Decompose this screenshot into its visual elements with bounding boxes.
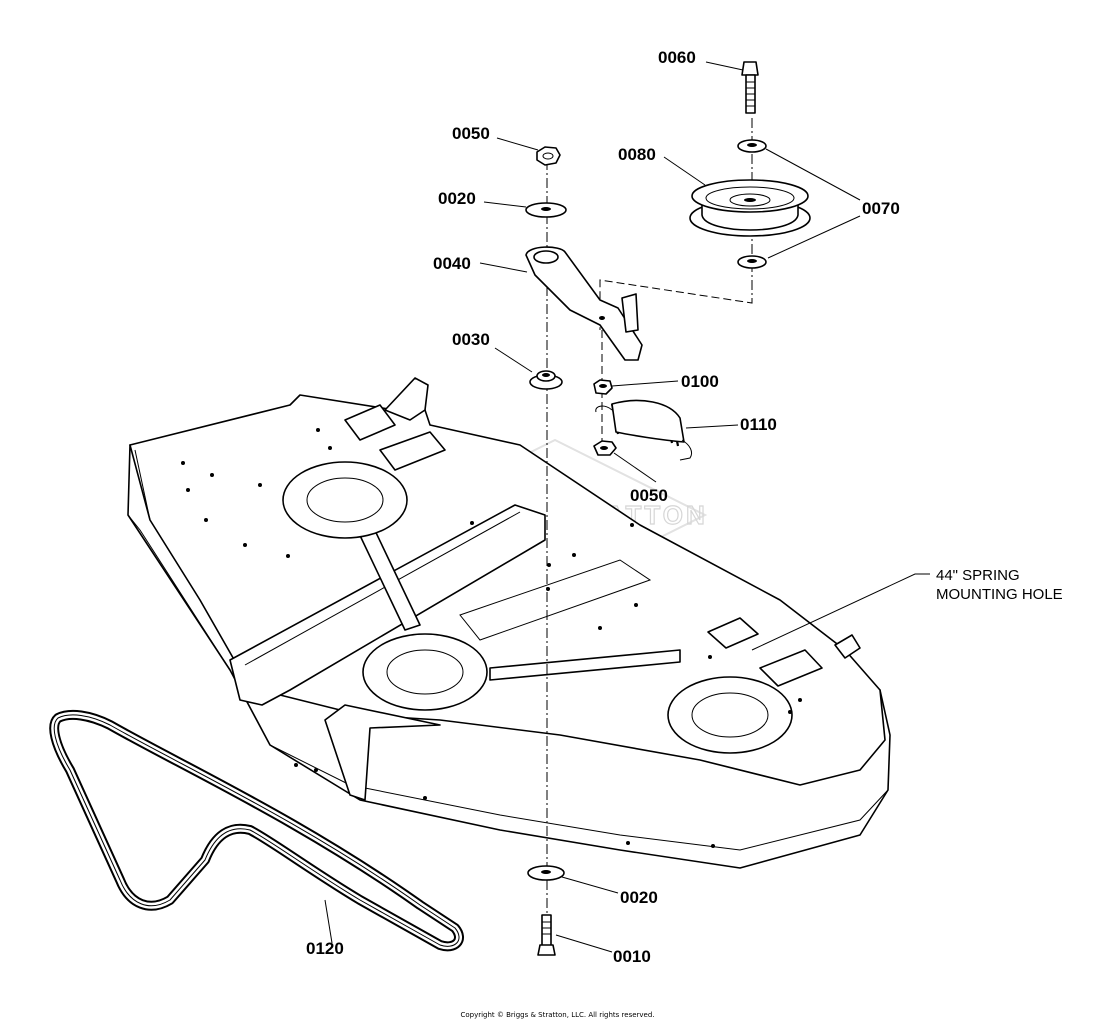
drive-belt: [49, 709, 464, 952]
label-0080: 0080: [618, 145, 656, 164]
label-0060: 0060: [658, 48, 696, 67]
pulley-axis: [599, 118, 753, 450]
label-0020-top: 0020: [438, 189, 476, 208]
bolt-0010: [537, 914, 556, 956]
nut-0050-top: [536, 146, 561, 166]
washer-0070-bottom: [737, 255, 767, 269]
label-0100: 0100: [681, 372, 719, 391]
mower-deck: [127, 377, 891, 869]
note-line-1: 44" SPRING: [936, 567, 1020, 584]
note-line-2: MOUNTING HOLE: [936, 586, 1063, 603]
bolt-0060: [741, 61, 759, 114]
leader-lines: [324, 61, 930, 953]
washer-0070-top: [737, 139, 767, 153]
nut-0050-bottom: [593, 440, 617, 456]
spring-0110: [595, 399, 693, 461]
washer-0020-top: [525, 202, 567, 218]
pulley-0080: [689, 179, 811, 237]
label-0030: 0030: [452, 330, 490, 349]
nut-0100: [593, 379, 613, 395]
label-0050-top: 0050: [452, 124, 490, 143]
label-0050-bottom: 0050: [630, 486, 668, 505]
label-0110: 0110: [740, 415, 777, 434]
idler-arm-0040: [525, 246, 643, 361]
label-0070: 0070: [862, 199, 900, 218]
label-0010: 0010: [613, 947, 651, 966]
bushing-0030: [529, 370, 563, 390]
label-0120: 0120: [306, 939, 344, 958]
washer-0020-bottom: [527, 865, 565, 881]
copyright-notice: Copyright © Briggs & Stratton, LLC. All …: [460, 1011, 655, 1019]
label-0040: 0040: [433, 254, 471, 273]
label-0020-bottom: 0020: [620, 888, 658, 907]
